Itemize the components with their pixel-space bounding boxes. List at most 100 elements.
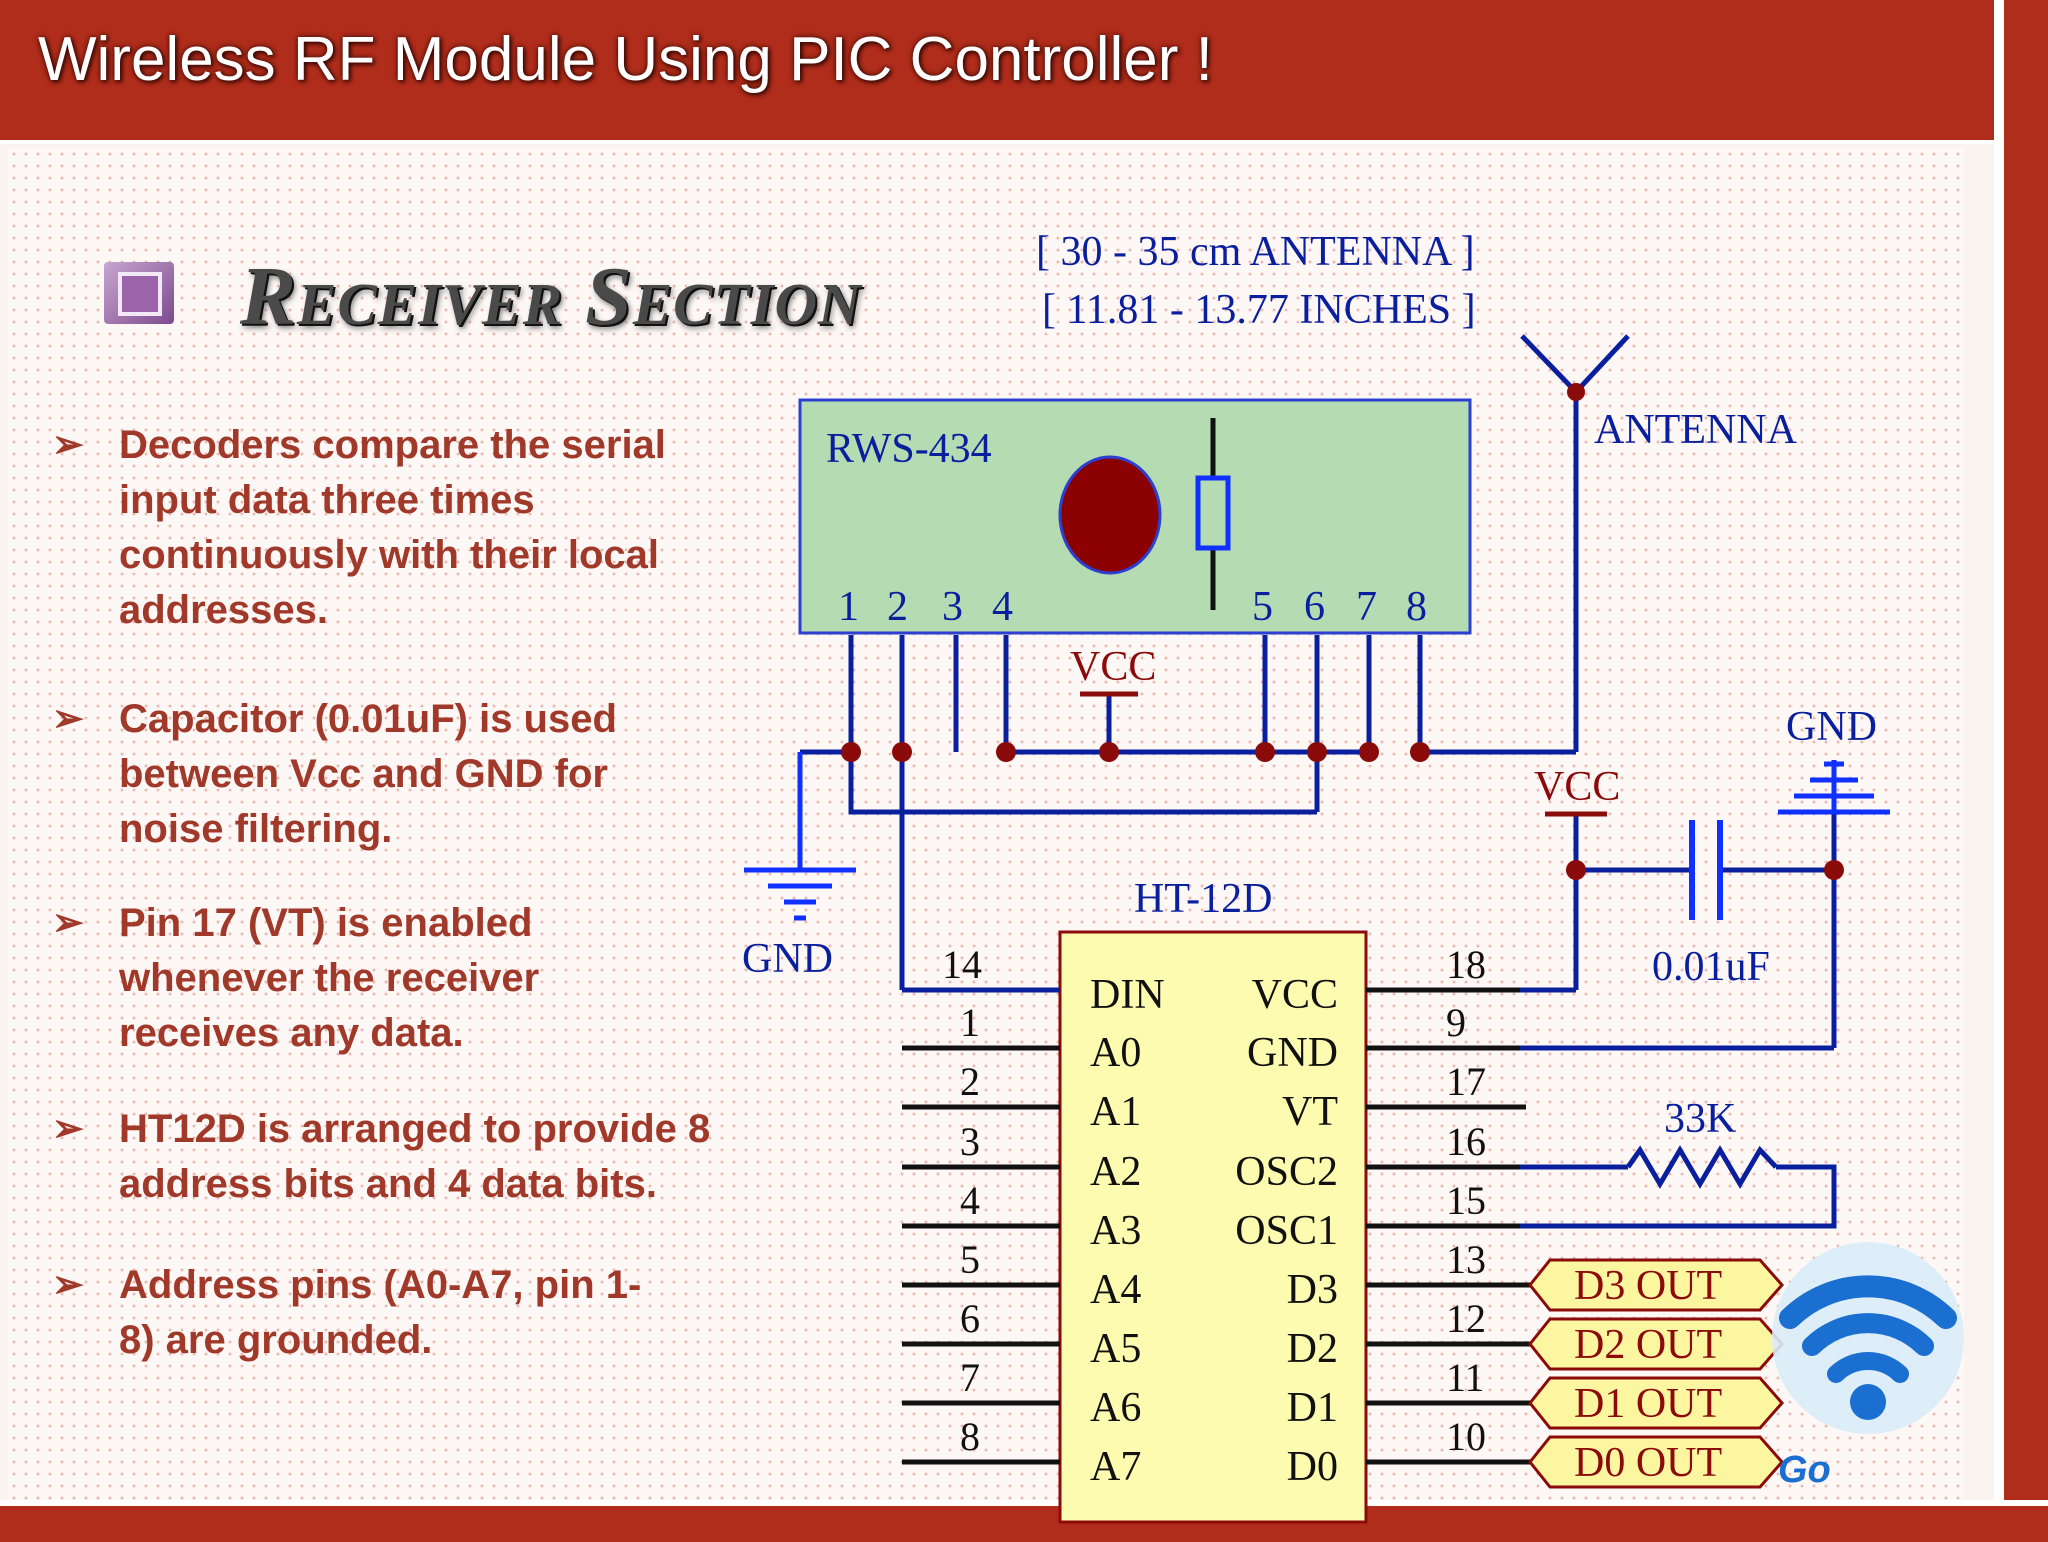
pin-name: A3 — [1090, 1208, 1141, 1254]
pin-number: 17 — [1446, 1059, 1486, 1104]
rf-pin-label: 7 — [1356, 584, 1377, 630]
pin-number: 10 — [1446, 1414, 1486, 1459]
bullet-text: Decoders compare the serial input data t… — [119, 423, 666, 632]
wifi-icon — [1772, 1242, 1964, 1434]
arrow-bullet-icon: ➢ — [52, 698, 84, 740]
pin-name: A5 — [1090, 1326, 1141, 1372]
rf-pin-label: 5 — [1252, 584, 1273, 630]
pin-number: 7 — [960, 1355, 980, 1400]
gnd-label: GND — [1786, 704, 1877, 750]
output-label: D2 OUT — [1574, 1322, 1722, 1368]
antenna-inches-note: [ 11.81 - 13.77 INCHES ] — [1042, 287, 1476, 333]
right-border-inner — [1994, 0, 2004, 1536]
output-tag — [1528, 1376, 1784, 1430]
pin-name: A7 — [1090, 1444, 1141, 1490]
bullet-text: Pin 17 (VT) is enabled whenever the rece… — [119, 901, 540, 1055]
ic-left-pin-numbers: 14 1 2 3 4 5 6 7 8 — [942, 942, 982, 1459]
ic-right-leads — [1366, 987, 1834, 1465]
pin-name: VCC — [1252, 972, 1338, 1018]
pin-name: D3 — [1287, 1267, 1338, 1313]
arrow-bullet-icon: ➢ — [52, 902, 84, 944]
capacitor-label: 0.01uF — [1652, 944, 1770, 990]
ground-symbol — [744, 752, 856, 921]
pin-name: A4 — [1090, 1267, 1141, 1313]
slide-title: Wireless RF Module Using PIC Controller … — [38, 25, 1213, 94]
pin-name: A1 — [1090, 1089, 1141, 1135]
antenna-length-note: [ 30 - 35 cm ANTENNA ] — [1036, 229, 1475, 275]
pin-number: 15 — [1446, 1178, 1486, 1223]
pin-number: 8 — [960, 1414, 980, 1459]
arrow-bullet-icon: ➢ — [52, 1108, 84, 1150]
bullet-text: Address pins (A0-A7, pin 1- 8) are groun… — [119, 1263, 642, 1362]
arrow-bullet-icon: ➢ — [52, 1264, 84, 1306]
pin-name: GND — [1247, 1030, 1338, 1076]
output-tag — [1528, 1258, 1784, 1312]
pin-number: 3 — [960, 1119, 980, 1164]
pin-name: DIN — [1090, 972, 1165, 1018]
square-bullet-icon — [104, 262, 174, 324]
power-wires — [1366, 812, 1837, 1051]
pin-name: A6 — [1090, 1385, 1141, 1431]
pin-number: 18 — [1446, 942, 1486, 987]
title-bar: Wireless RF Module Using PIC Controller … — [0, 0, 1996, 144]
arrow-bullet-icon: ➢ — [52, 424, 84, 466]
rf-module-label: RWS-434 — [826, 426, 992, 472]
pin-number: 13 — [1446, 1237, 1486, 1282]
junction-dots — [841, 742, 1430, 762]
output-tags: D3 OUT D2 OUT D1 OUT D0 OUT — [1528, 1258, 1784, 1489]
junction-dots — [1566, 860, 1844, 880]
ic-right-pin-numbers: 18 9 17 16 15 13 12 11 10 — [1446, 942, 1486, 1459]
output-label: D0 OUT — [1574, 1440, 1722, 1486]
vcc-label: VCC — [1534, 764, 1620, 810]
pin-number: 6 — [960, 1296, 980, 1341]
pin-name: OSC2 — [1235, 1149, 1338, 1195]
pin-name: A0 — [1090, 1030, 1141, 1076]
rf-crystal — [1058, 455, 1162, 575]
bullet-text: Capacitor (0.01uF) is used between Vcc a… — [119, 697, 617, 851]
pin-number: 5 — [960, 1237, 980, 1282]
ic-right-pin-names: VCC GND VT OSC2 OSC1 D3 D2 D1 D0 — [1235, 972, 1338, 1490]
pin-number: 11 — [1446, 1355, 1485, 1400]
pin-name: D1 — [1287, 1385, 1338, 1431]
pin-number: 16 — [1446, 1119, 1486, 1164]
ic-left-leads — [902, 1045, 1060, 1465]
pin-number: 1 — [960, 1000, 980, 1045]
antenna-label: ANTENNA — [1594, 407, 1798, 453]
capacitor-symbol — [1689, 820, 1723, 920]
vcc-label: VCC — [1070, 644, 1156, 690]
rf-pin-label: 2 — [887, 584, 908, 630]
rf-pin-label: 4 — [992, 584, 1013, 630]
output-label: D1 OUT — [1574, 1381, 1722, 1427]
rf-pin-label: 3 — [942, 584, 963, 630]
rf-pin-label: 8 — [1406, 584, 1427, 630]
ic-body — [1058, 930, 1368, 1524]
rf-coil — [1195, 475, 1231, 551]
pin-name: VT — [1282, 1089, 1338, 1135]
pin-name: D2 — [1287, 1326, 1338, 1372]
pin-number: 14 — [942, 942, 982, 987]
pin-number: 9 — [1446, 1000, 1466, 1045]
pin-number: 12 — [1446, 1296, 1486, 1341]
output-label: D3 OUT — [1574, 1263, 1722, 1309]
gnd-label: GND — [742, 936, 833, 982]
ground-symbol — [1778, 760, 1890, 815]
ic-left-pin-names: DIN A0 A1 A2 A3 A4 A5 A6 A7 — [1090, 972, 1165, 1490]
right-border — [2004, 0, 2048, 1536]
ic-label: HT-12D — [1134, 876, 1272, 922]
rf-pin-label: 1 — [838, 584, 859, 630]
pin-number: 2 — [960, 1059, 980, 1104]
pin-number: 4 — [960, 1178, 980, 1223]
antenna-symbol — [1520, 334, 1630, 752]
rf-pin-label: 6 — [1304, 584, 1325, 630]
pin-name: D0 — [1287, 1444, 1338, 1490]
bottom-border — [0, 1500, 2048, 1542]
pin-name: OSC1 — [1235, 1208, 1338, 1254]
junction-dot — [1567, 383, 1585, 401]
logo-text: Go — [1778, 1449, 1831, 1491]
section-heading: Receiver Section — [240, 250, 862, 343]
output-tag — [1528, 1435, 1784, 1489]
bullet-text: HT12D is arranged to provide 8 address b… — [119, 1107, 711, 1206]
resistor-symbol — [1520, 1145, 1837, 1229]
slide-background — [8, 148, 1964, 1500]
